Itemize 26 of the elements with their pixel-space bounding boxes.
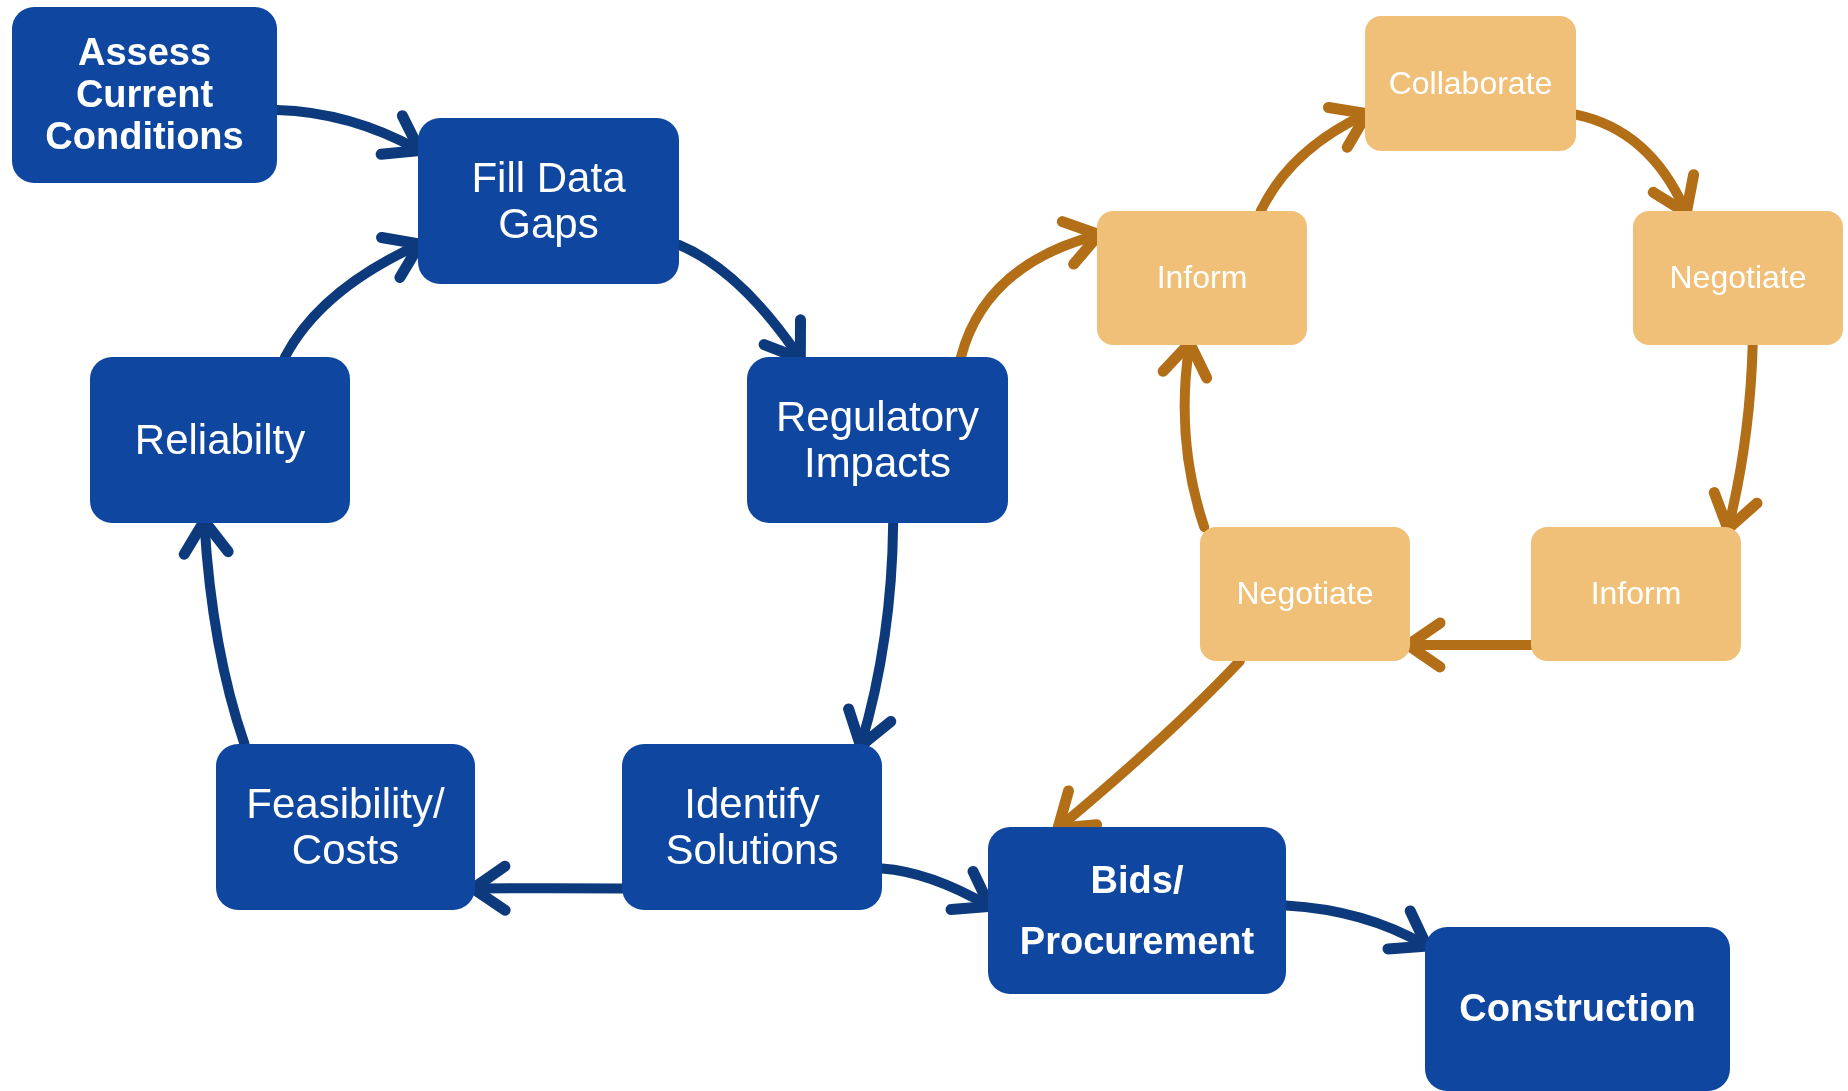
node-label: Negotiate [1669,260,1807,296]
node-label: Collaborate [1388,65,1553,102]
process-box [12,7,277,183]
node-label: Assess Current Conditions [44,32,245,158]
process-box [1200,527,1410,661]
process-box [622,744,882,910]
node-label: Negotiate [1236,576,1374,612]
node-label: Inform [1156,260,1248,296]
node-label: Identify Solutions [664,780,840,874]
node-label: Construction [1459,988,1696,1030]
node-label: Feasibility/ Costs [245,780,446,874]
process-box [1531,527,1741,661]
process-box [1365,16,1576,151]
process-box [1425,927,1730,1091]
process-box [90,357,350,523]
process-box [418,118,679,284]
node-label: Bids/ Procurement [1018,857,1256,964]
node-label: Reliabilty [134,416,306,464]
process-box [1633,211,1843,345]
node-label: Fill Data Gaps [470,154,627,248]
process-box [1097,211,1307,345]
process-box [988,827,1286,994]
process-box [747,357,1008,523]
process-box [216,744,475,910]
node-label: Regulatory Impacts [774,393,981,487]
node-label: Inform [1590,576,1682,612]
